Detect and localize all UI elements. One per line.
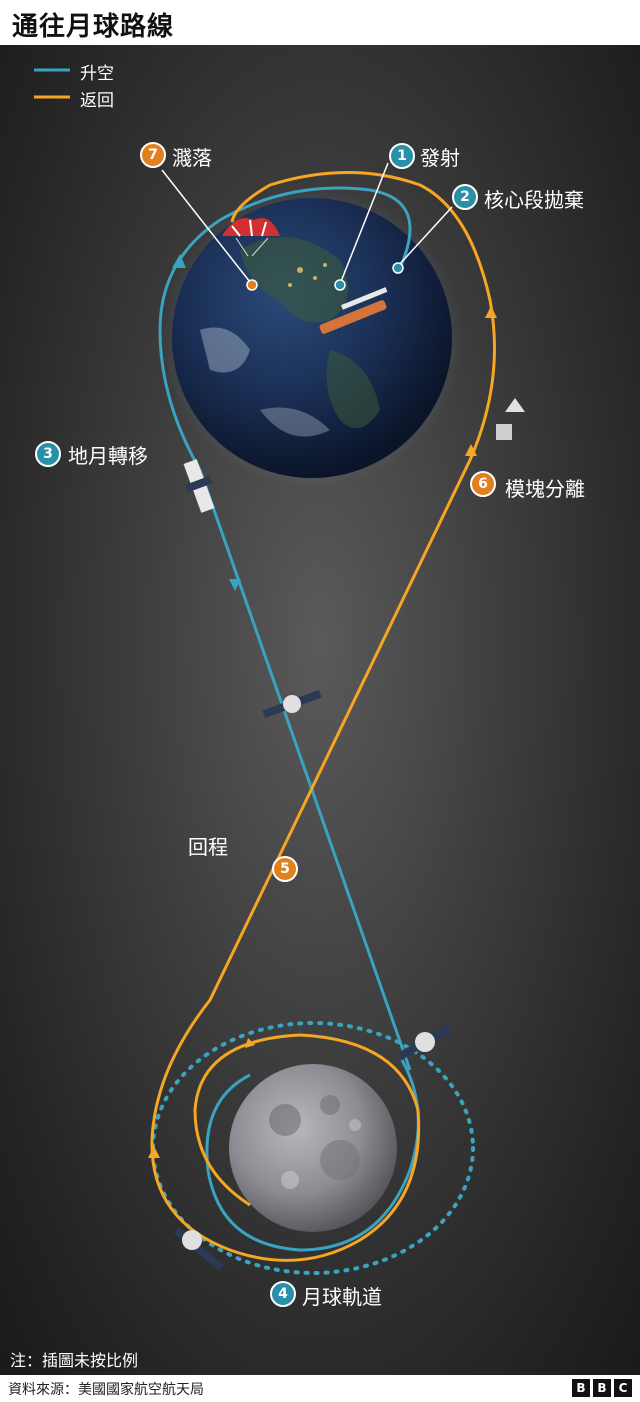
pointer-dot — [334, 279, 346, 291]
pointer-line — [339, 162, 389, 285]
pointer-dot — [246, 279, 258, 291]
orion-spacecraft-icon — [183, 459, 215, 513]
return-leg-label: 回程 — [188, 835, 228, 859]
logo-letter: C — [614, 1379, 632, 1397]
legend-outbound-label: 升空 — [80, 64, 114, 84]
orion-spacecraft-icon — [397, 1024, 453, 1060]
step-badge-5: 5 — [272, 856, 298, 882]
step-badge-7: 7 — [140, 142, 166, 168]
trajectory-diagram — [34, 68, 525, 1275]
arrow-icon — [465, 444, 477, 456]
step-badge-6: 6 — [470, 471, 496, 497]
orion-spacecraft-icon — [174, 1227, 224, 1271]
step-label-splashdown: 濺落 — [172, 146, 212, 170]
moon-icon — [229, 1064, 397, 1232]
logo-letter: B — [593, 1379, 611, 1397]
page-title: 通往月球路線 — [12, 12, 175, 42]
rocket-icon — [319, 287, 388, 334]
step-label-translunar: 地月轉移 — [68, 444, 148, 468]
return-path — [150, 171, 496, 1262]
orion-spacecraft-icon — [262, 689, 322, 719]
logo-letter: B — [572, 1379, 590, 1397]
earth-icon — [162, 188, 462, 488]
arrow-icon — [229, 579, 241, 591]
step-label-core-stage: 核心段拋棄 — [484, 188, 584, 212]
arrow-icon — [485, 306, 497, 318]
pointer-line — [397, 206, 453, 267]
step-label-separation: 模塊分離 — [505, 477, 585, 501]
bbc-logo: B B C — [572, 1379, 632, 1397]
footer: 資料來源：美國國家航空航天局 B B C — [0, 1375, 640, 1402]
arrow-icon — [148, 1146, 160, 1158]
step-badge-2: 2 — [452, 184, 478, 210]
capsule-icon — [496, 398, 525, 440]
parachute-icon — [222, 218, 280, 257]
step-badge-1: 1 — [389, 143, 415, 169]
outbound-path — [158, 186, 412, 1071]
step-label-launch: 發射 — [420, 146, 460, 170]
pointer-line — [161, 169, 251, 283]
legend-return-label: 返回 — [80, 91, 114, 111]
step-label-lunar-orbit: 月球軌道 — [302, 1285, 382, 1309]
source-text: 資料來源：美國國家航空航天局 — [8, 1382, 204, 1398]
arrow-icon — [245, 1038, 255, 1048]
step-badge-3: 3 — [35, 441, 61, 467]
step-badge-4: 4 — [270, 1281, 296, 1307]
title-bar: 通往月球路線 — [0, 0, 640, 45]
pointer-dot — [392, 262, 404, 274]
arrow-icon — [172, 254, 186, 268]
scale-note: 注：插圖未按比例 — [10, 1351, 139, 1370]
diagram-panel: 升空 返回 1 發射 2 核心段拋棄 3 地月轉移 4 月球軌道 5 6 模塊分… — [0, 45, 640, 1375]
